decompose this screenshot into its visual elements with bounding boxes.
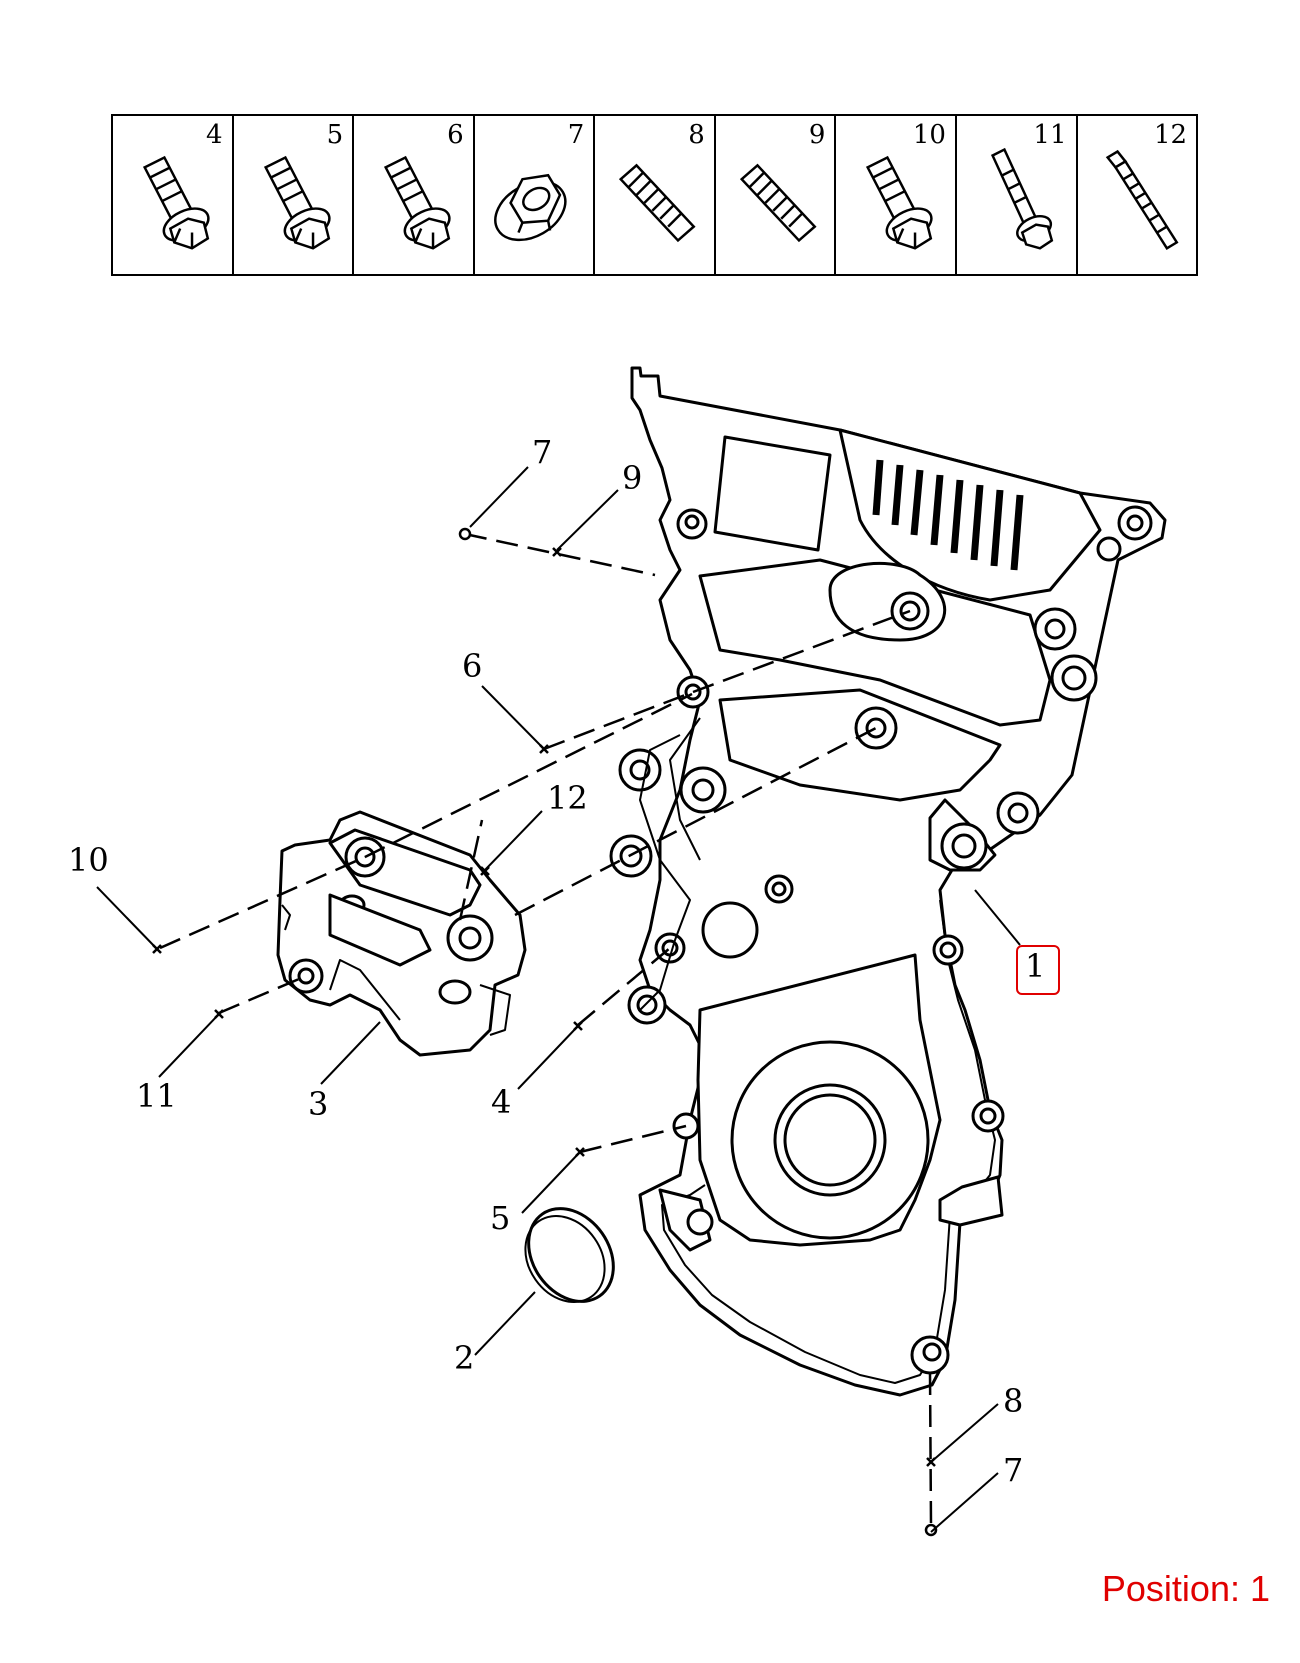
- selected-callout-highlight: [1016, 945, 1060, 995]
- callout-7-top[interactable]: 7: [532, 433, 553, 471]
- fastener-number: 5: [326, 120, 344, 150]
- fastener-number: 7: [567, 120, 585, 150]
- fastener-number: 12: [1153, 120, 1188, 150]
- flange-bolt-short-icon: [263, 155, 331, 250]
- assembly-lines: [159, 532, 933, 1526]
- flange-bolt-short-icon: [384, 155, 451, 250]
- bracket-part-3[interactable]: [276, 810, 527, 1057]
- timing-cover-part-1[interactable]: [609, 366, 1167, 1397]
- fastener-number: 6: [447, 120, 464, 150]
- fastener-cell-7[interactable]: 7: [475, 116, 596, 274]
- callout-3[interactable]: 3: [308, 1085, 329, 1123]
- fastener-number: 4: [206, 120, 223, 150]
- fastener-table: 4 5: [111, 114, 1198, 276]
- long-stud-icon: [1105, 149, 1179, 251]
- stud-icon: [739, 163, 817, 243]
- stud-marker: [552, 547, 562, 557]
- callout-8[interactable]: 8: [1003, 1382, 1024, 1420]
- flange-nut-icon: [493, 173, 567, 242]
- fastener-cell-10[interactable]: 10: [836, 116, 957, 274]
- fastener-cell-8[interactable]: 8: [595, 116, 716, 274]
- fastener-cell-9[interactable]: 9: [716, 116, 837, 274]
- callout-1[interactable]: 1: [1025, 947, 1046, 985]
- flange-bolt-long-icon: [990, 147, 1054, 250]
- fastener-number: 11: [1033, 120, 1067, 150]
- fastener-cell-6[interactable]: 6: [354, 116, 475, 274]
- fastener-number: 8: [688, 120, 705, 150]
- callout-5[interactable]: 5: [490, 1199, 511, 1237]
- fastener-number: 9: [808, 120, 826, 150]
- callout-6[interactable]: 6: [462, 647, 483, 685]
- cap-plug-part-2[interactable]: [509, 1192, 631, 1318]
- flange-bolt-short-icon: [866, 155, 933, 250]
- position-readout: Position: 1: [1101, 1568, 1270, 1609]
- callout-9[interactable]: 9: [622, 459, 643, 497]
- fastener-cell-12[interactable]: 12: [1078, 116, 1197, 274]
- leader-lines: [96, 466, 1021, 1533]
- callout-4[interactable]: 4: [491, 1083, 512, 1121]
- fastener-number: 10: [912, 120, 946, 150]
- callout-2[interactable]: 2: [454, 1339, 475, 1377]
- fastener-cell-11[interactable]: 11: [957, 116, 1078, 274]
- callout-7-bottom[interactable]: 7: [1003, 1451, 1024, 1489]
- fastener-cell-5[interactable]: 5: [234, 116, 355, 274]
- fastener-cell-4[interactable]: 4: [113, 116, 234, 274]
- callout-12[interactable]: 12: [547, 779, 588, 817]
- nut-marker: [924, 1523, 938, 1537]
- callout-10[interactable]: 10: [68, 841, 109, 879]
- nut-marker: [458, 527, 472, 541]
- callout-11[interactable]: 11: [136, 1077, 177, 1115]
- stud-icon: [619, 163, 696, 243]
- flange-bolt-short-icon: [142, 155, 210, 250]
